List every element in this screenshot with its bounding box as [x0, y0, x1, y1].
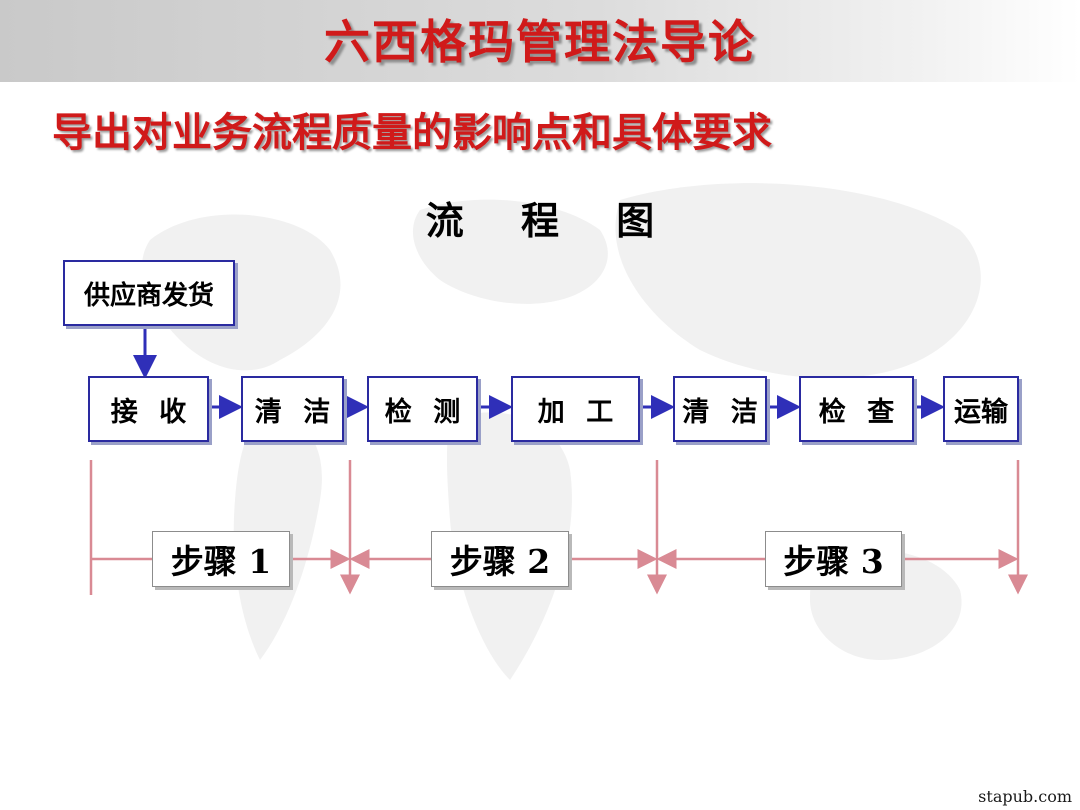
- supplier-shipment-box: 供应商发货: [63, 260, 235, 326]
- process-machining-box: 加 工: [511, 376, 640, 442]
- slide-subtitle: 导出对业务流程质量的影响点和具体要求: [52, 110, 772, 156]
- slide-title: 六西格玛管理法导论: [324, 15, 756, 69]
- process-clean-box-1: 清 洁: [241, 376, 344, 442]
- title-band: [0, 0, 1080, 82]
- step-1-label-box: 步骤 1: [152, 531, 290, 587]
- step-2-label: 步骤 2: [449, 542, 551, 581]
- supplier-shipment-label: 供应商发货: [83, 280, 214, 311]
- process-clean-box-2: 清 洁: [673, 376, 767, 442]
- process-transport-box: 运输: [943, 376, 1019, 442]
- step-3-label: 步骤 3: [783, 542, 884, 581]
- step-3-label-box: 步骤 3: [765, 531, 902, 587]
- step-2-label-box: 步骤 2: [431, 531, 569, 587]
- process-test-label: 检 测: [384, 396, 467, 428]
- footer-source-url: stapub.com: [978, 787, 1072, 806]
- process-clean-label-1: 清 洁: [254, 396, 337, 428]
- process-transport-label: 运输: [954, 396, 1008, 428]
- process-clean-label-2: 清 洁: [682, 396, 764, 428]
- process-receive-label: 接 收: [110, 396, 193, 428]
- process-inspect-label: 检 查: [818, 396, 901, 428]
- step-1-label: 步骤 1: [170, 542, 272, 581]
- process-machining-label: 加 工: [537, 396, 620, 428]
- diagram-title: 流 程 图: [425, 199, 677, 243]
- process-test-box: 检 测: [367, 376, 478, 442]
- process-inspect-box: 检 查: [799, 376, 914, 442]
- process-receive-box: 接 收: [88, 376, 209, 442]
